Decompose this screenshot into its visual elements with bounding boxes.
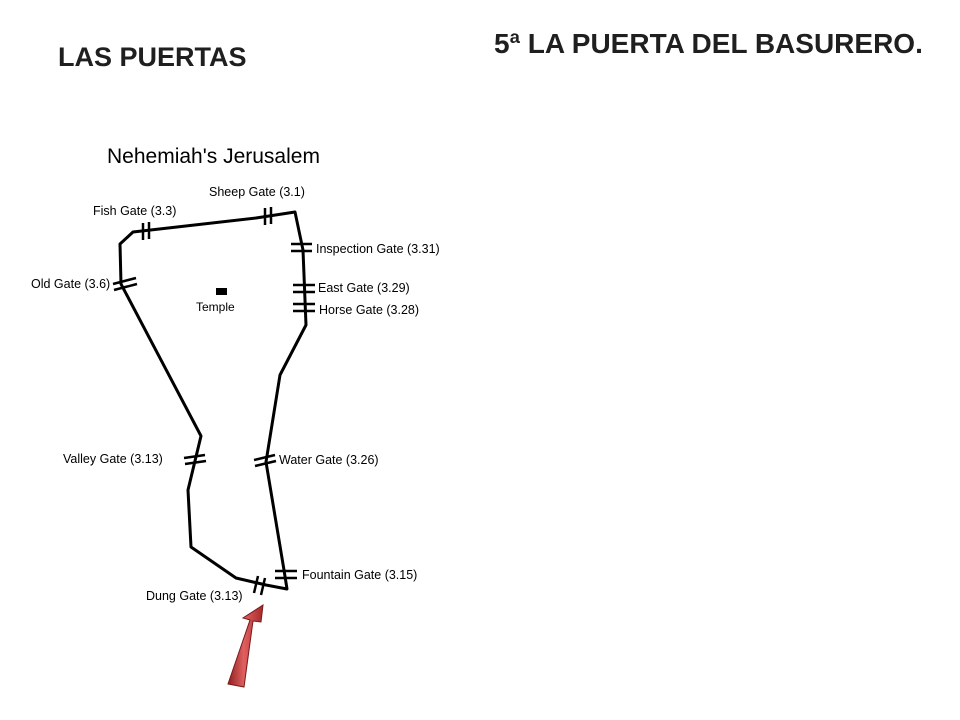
slide-title-right: 5ª LA PUERTA DEL BASURERO. <box>494 28 923 59</box>
pointer-arrow <box>227 603 264 688</box>
gate-marker-fish <box>141 222 151 240</box>
gate-label-valley: Valley Gate (3.13) <box>63 452 163 466</box>
gate-marker-inspection <box>291 242 312 253</box>
gate-marker-old <box>112 276 138 292</box>
gate-marker-dung <box>252 575 267 596</box>
gate-label-sheep: Sheep Gate (3.1) <box>209 185 305 199</box>
gate-marker-valley <box>183 453 207 466</box>
gate-label-fish: Fish Gate (3.3) <box>93 204 176 218</box>
gate-label-old: Old Gate (3.6) <box>31 277 110 291</box>
gate-marker-water <box>253 453 277 468</box>
gate-label-dung: Dung Gate (3.13) <box>146 589 243 603</box>
slide-title-left: LAS PUERTAS <box>58 42 247 72</box>
temple-label: Temple <box>196 300 235 314</box>
gate-label-horse: Horse Gate (3.28) <box>319 303 419 317</box>
gate-marker-east <box>293 283 315 294</box>
gate-label-east: East Gate (3.29) <box>318 281 410 295</box>
temple-marker <box>216 288 227 295</box>
gate-label-inspection: Inspection Gate (3.31) <box>316 242 440 256</box>
map-title: Nehemiah's Jerusalem <box>107 145 320 168</box>
gate-marker-fountain <box>275 569 297 580</box>
city-wall <box>118 210 308 591</box>
gate-marker-sheep <box>263 207 273 225</box>
gate-marker-horse <box>293 302 315 313</box>
gate-label-water: Water Gate (3.26) <box>279 453 379 467</box>
gate-label-fountain: Fountain Gate (3.15) <box>302 568 417 582</box>
